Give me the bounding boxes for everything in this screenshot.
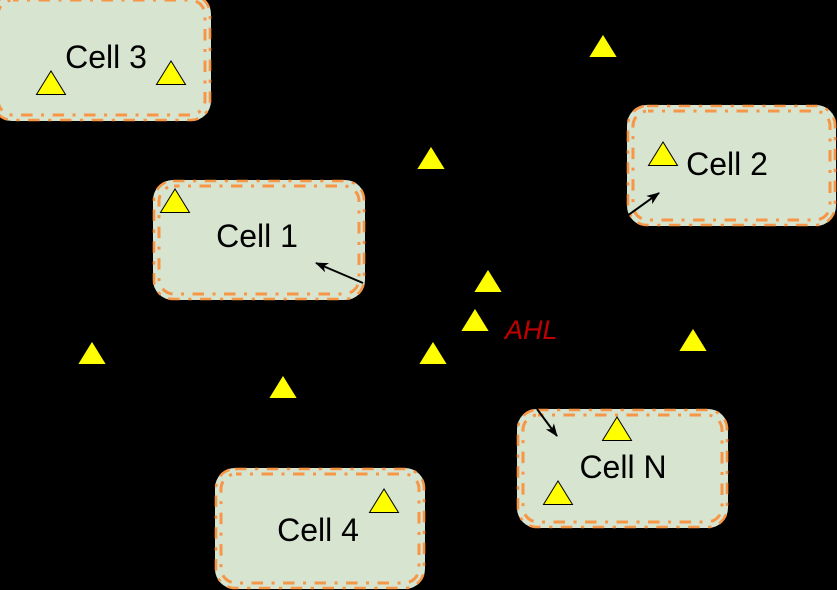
svg-text:Cell 1: Cell 1 bbox=[216, 218, 298, 254]
svg-text:Cell 2: Cell 2 bbox=[686, 146, 768, 182]
svg-text:Cell N: Cell N bbox=[579, 449, 666, 485]
svg-text:Cell 3: Cell 3 bbox=[65, 39, 147, 75]
svg-text:Cell 4: Cell 4 bbox=[277, 512, 359, 548]
svg-text:AHL: AHL bbox=[503, 315, 558, 345]
